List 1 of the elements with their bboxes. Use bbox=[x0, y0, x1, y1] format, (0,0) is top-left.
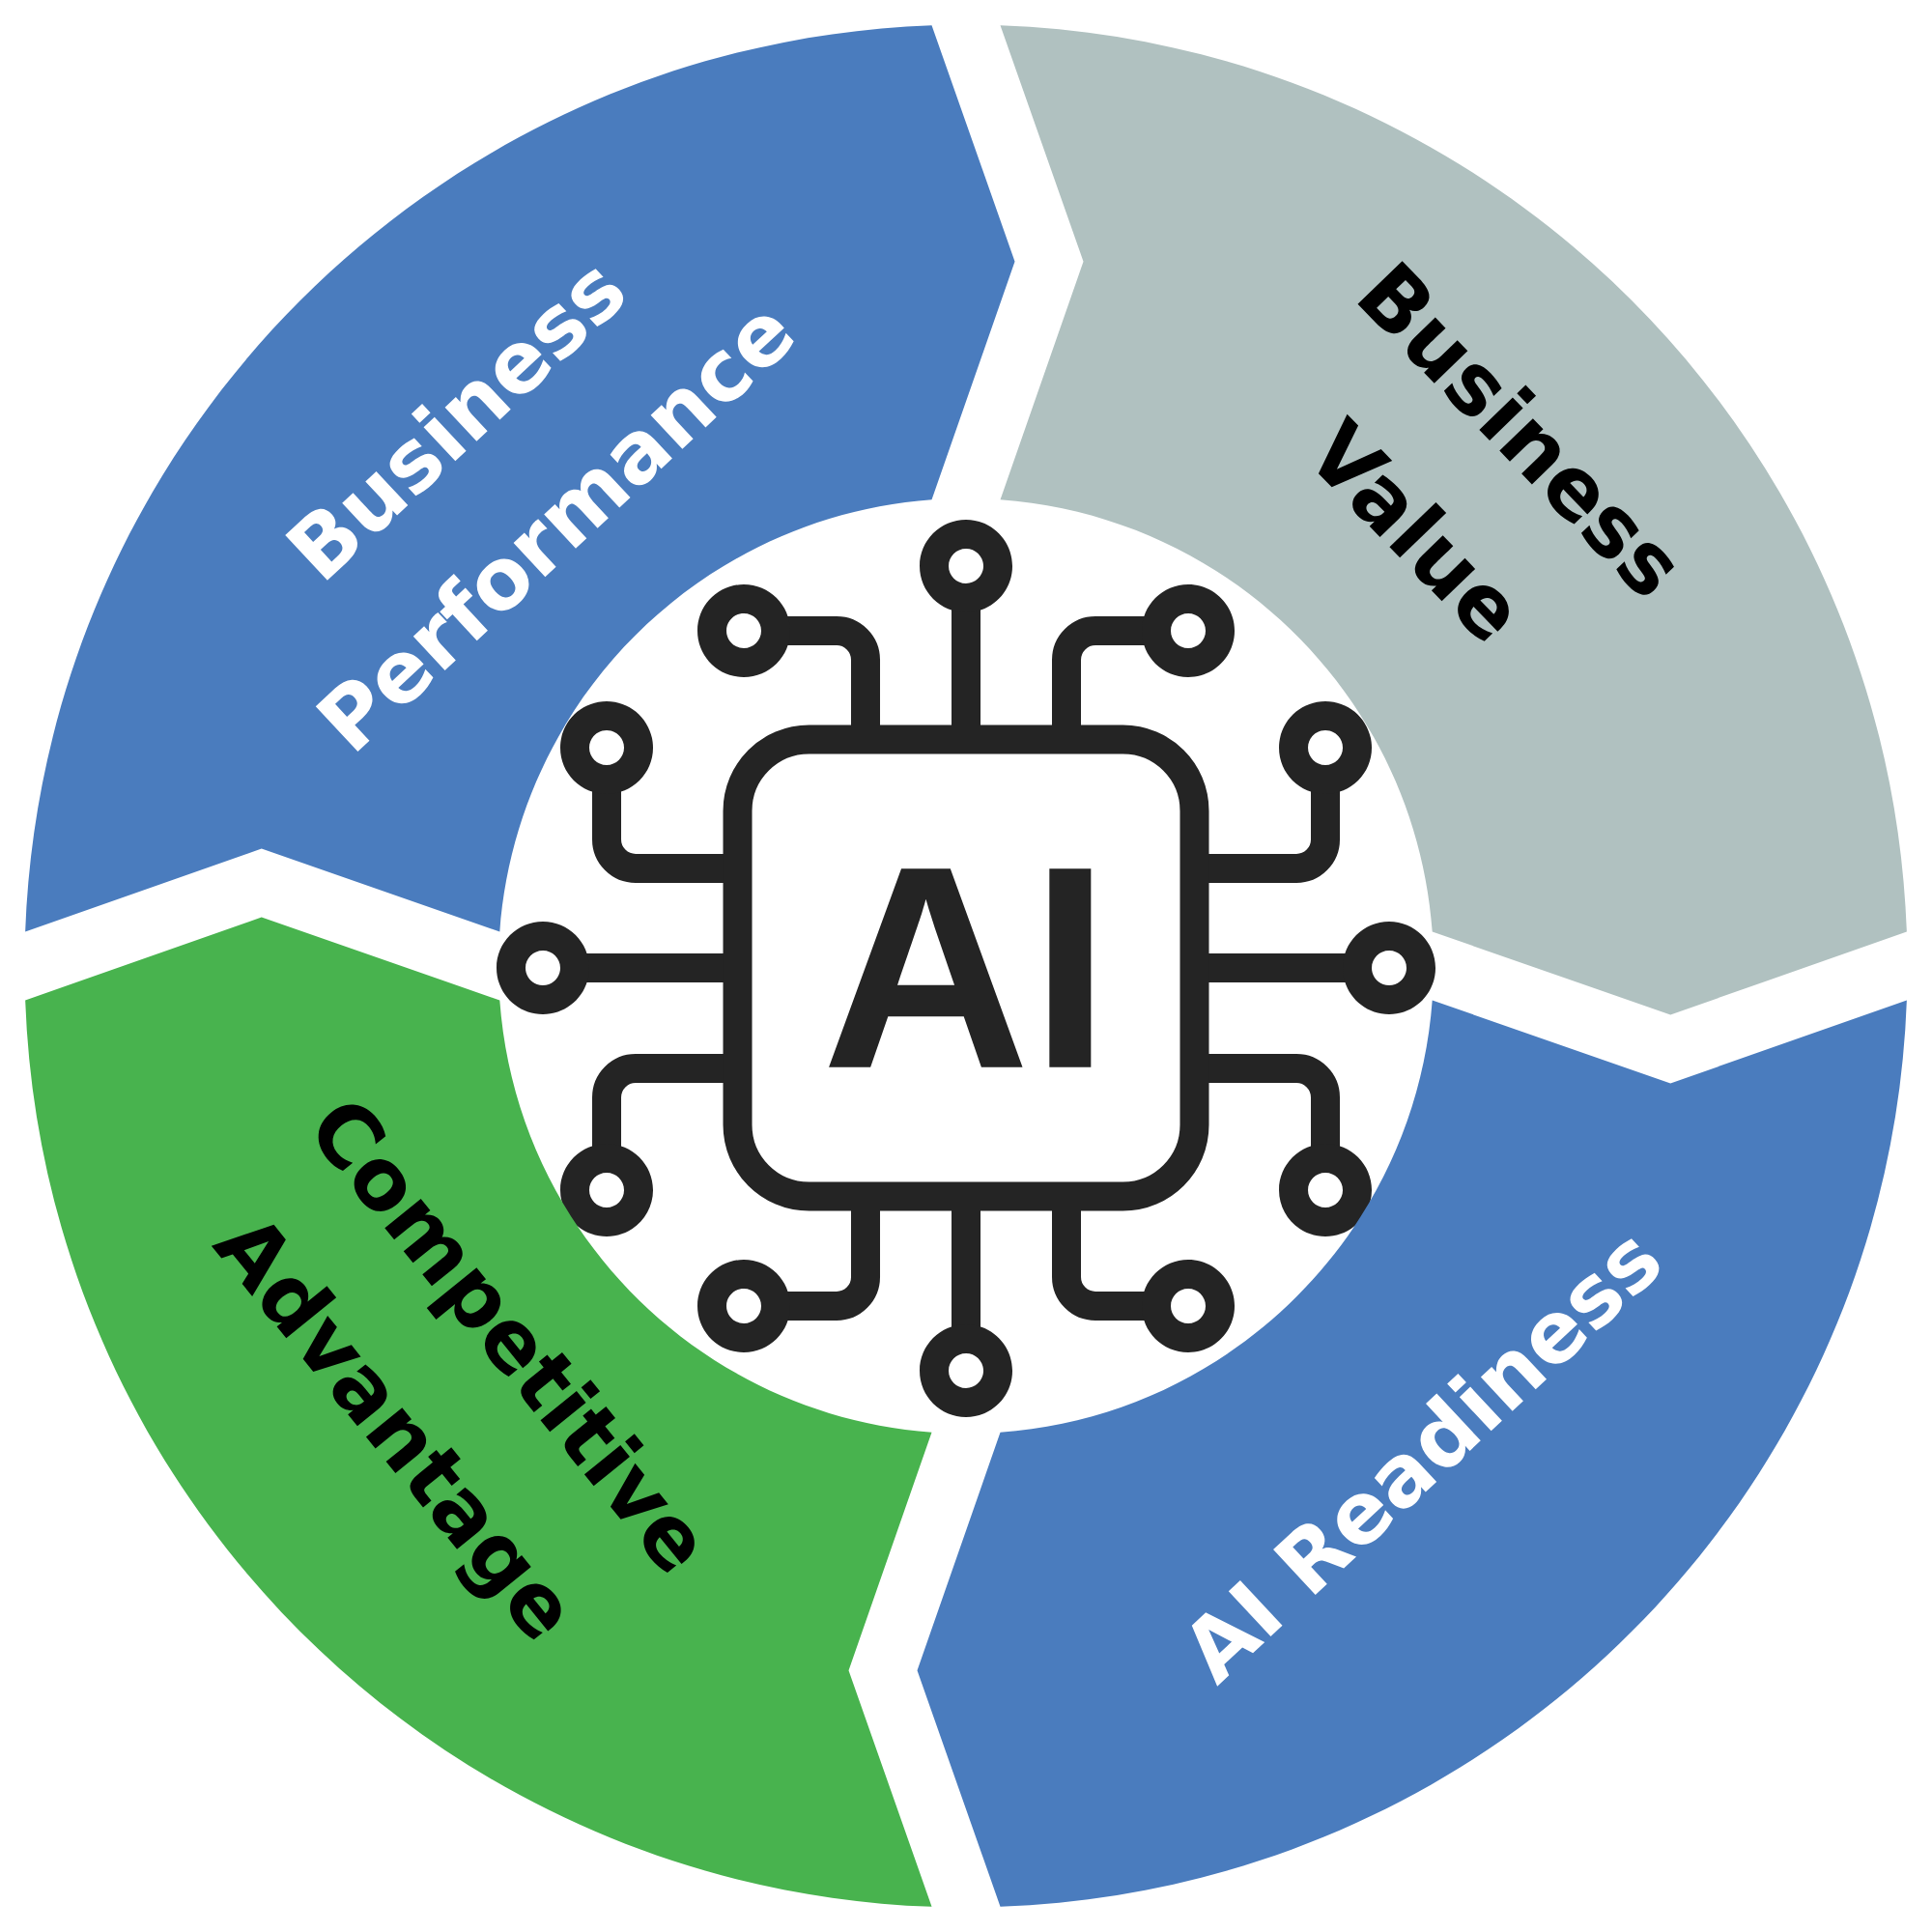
chip-box: AI bbox=[723, 724, 1209, 1211]
